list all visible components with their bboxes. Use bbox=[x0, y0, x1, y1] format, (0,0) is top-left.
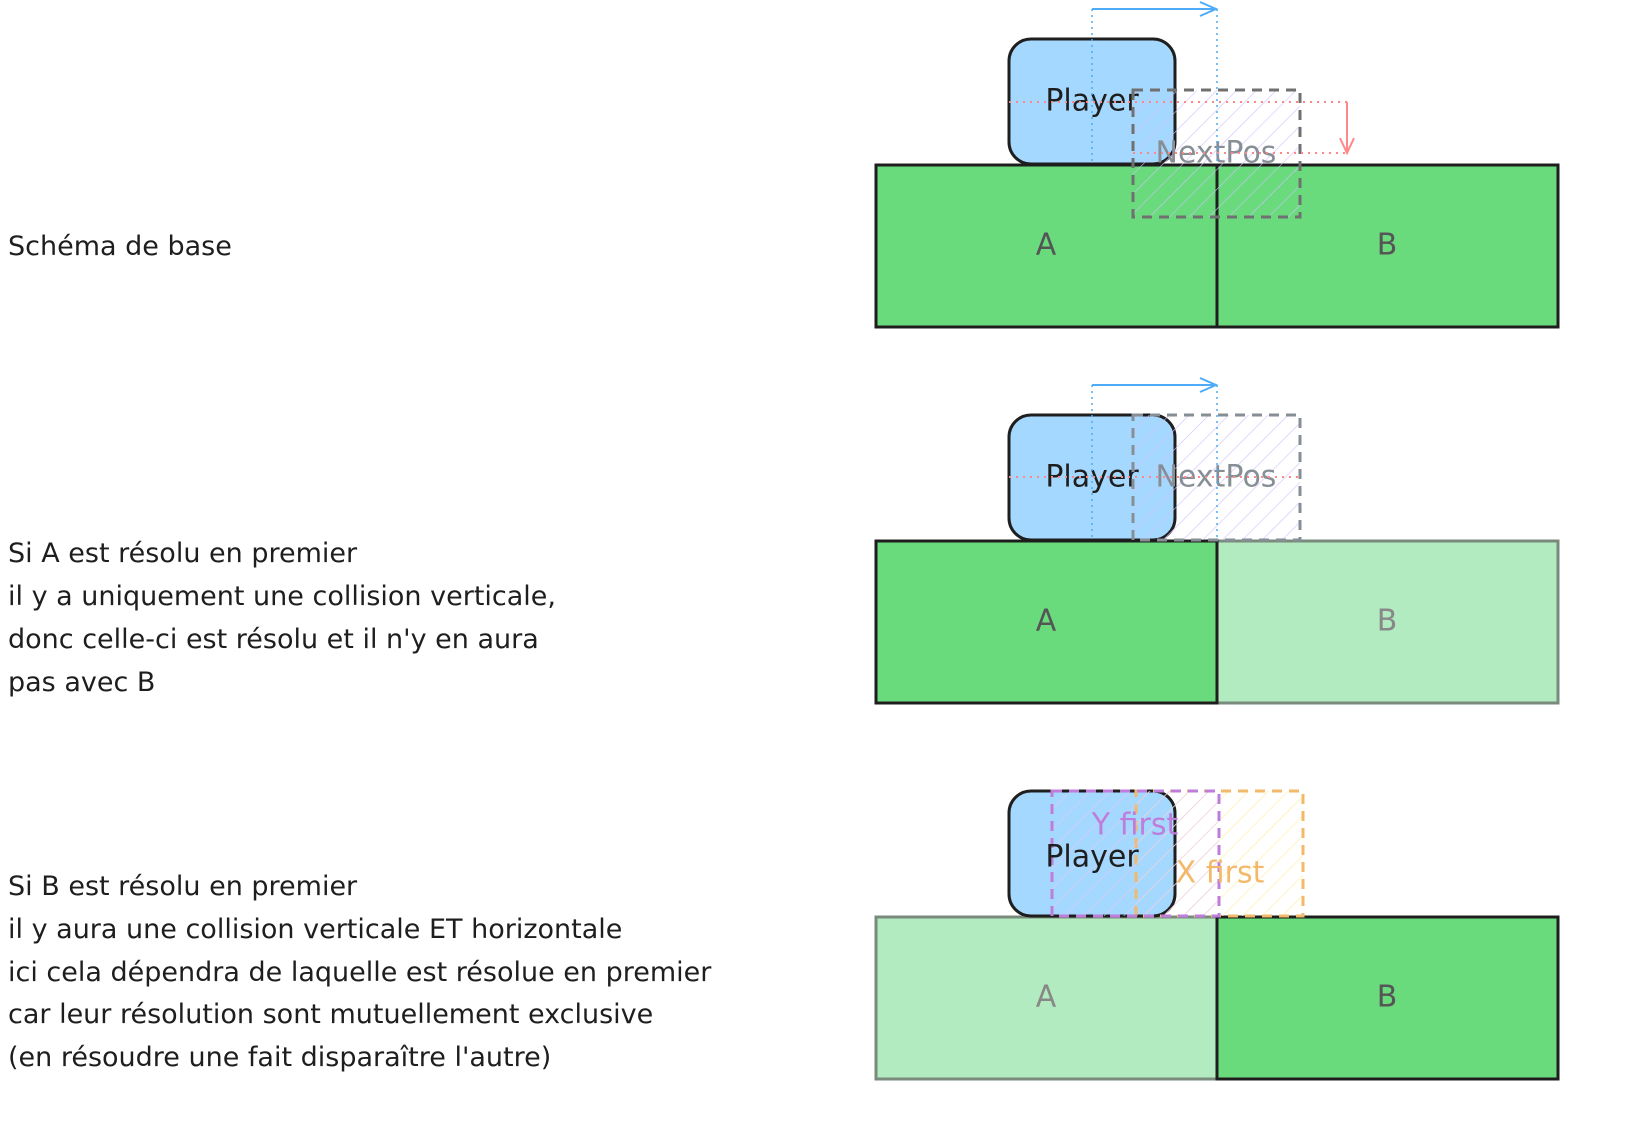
x-first-label: X first bbox=[1176, 856, 1265, 891]
scene-a-first: Si A est résolu en premier il y a unique… bbox=[8, 377, 1560, 705]
next-position-label: NextPos bbox=[1156, 460, 1277, 495]
horizontal-movement-arrow bbox=[1091, 1, 1219, 165]
block-b-label: B bbox=[1377, 604, 1398, 639]
scene-2-line-1: Si A est résolu en premier bbox=[8, 538, 358, 569]
scene-1-description: Schéma de base bbox=[8, 231, 232, 262]
next-position-label: NextPos bbox=[1156, 136, 1277, 171]
horizontal-movement-arrow bbox=[1091, 377, 1219, 541]
scene-3-line-5: (en résoudre une fait disparaître l'autr… bbox=[8, 1042, 551, 1073]
next-position-box bbox=[1131, 413, 1302, 542]
block-b bbox=[1215, 915, 1560, 1081]
scene-2-line-3: donc celle-ci est résolu et il n'y en au… bbox=[8, 624, 539, 655]
block-a-label: A bbox=[1036, 980, 1057, 1015]
scene-2-line-4: pas avec B bbox=[8, 667, 155, 698]
scene-3-line-3: ici cela dépendra de laquelle est résolu… bbox=[8, 957, 712, 988]
block-a-label: A bbox=[1036, 228, 1057, 263]
block-b-label: B bbox=[1377, 980, 1398, 1015]
y-first-position-box bbox=[1050, 789, 1221, 918]
scene-base: Schéma de base A B Player NextPos bbox=[8, 1, 1560, 329]
block-b-faded bbox=[1215, 539, 1560, 705]
player-label: Player bbox=[1045, 840, 1139, 875]
scene-3-line-2: il y aura une collision verticale ET hor… bbox=[8, 914, 622, 945]
vertical-movement-arrow bbox=[1009, 101, 1355, 156]
scene-3-line-4: car leur résolution sont mutuellement ex… bbox=[8, 999, 653, 1030]
y-first-label: Y first bbox=[1091, 808, 1179, 843]
block-b-label: B bbox=[1377, 228, 1398, 263]
scene-b-first: Si B est résolu en premier il y aura une… bbox=[8, 789, 1560, 1081]
scene-2-line-2: il y a uniquement une collision vertical… bbox=[8, 581, 556, 612]
scene-3-line-1: Si B est résolu en premier bbox=[8, 871, 358, 902]
block-a-label: A bbox=[1036, 604, 1057, 639]
